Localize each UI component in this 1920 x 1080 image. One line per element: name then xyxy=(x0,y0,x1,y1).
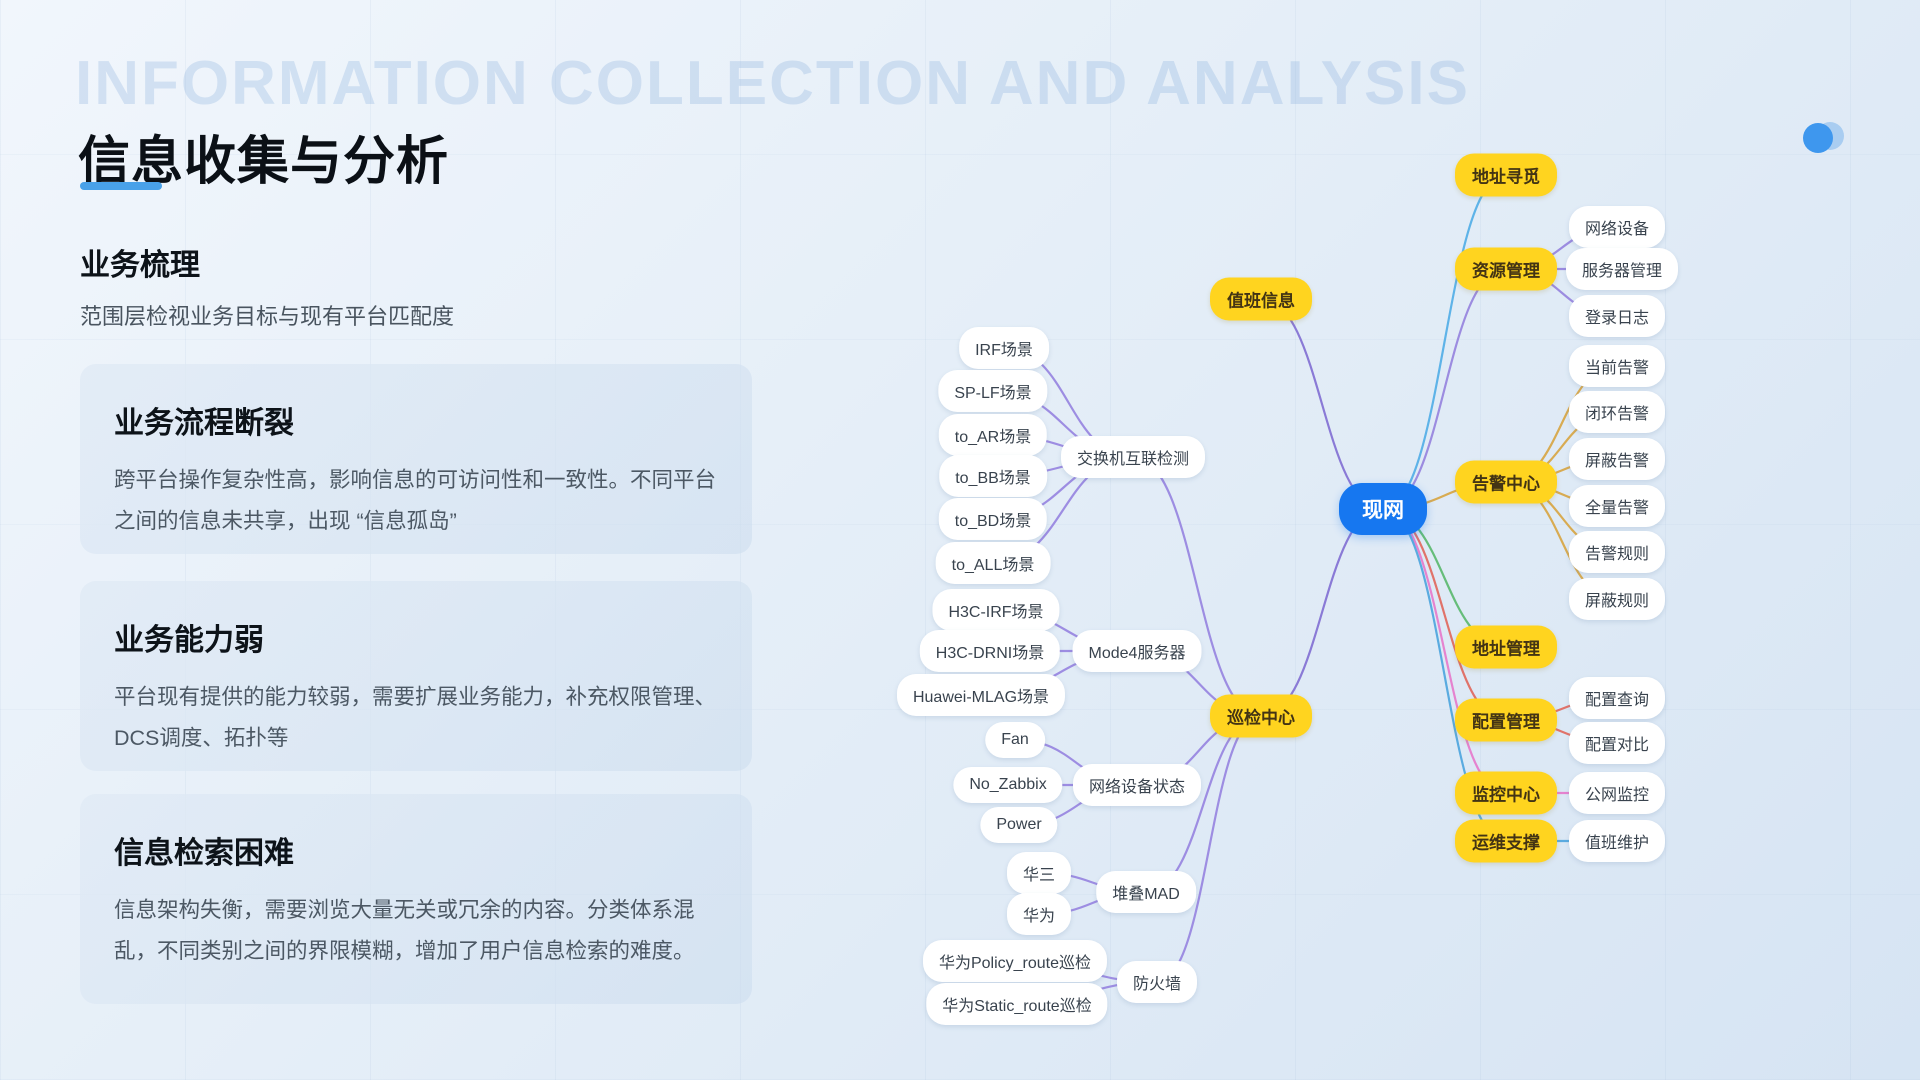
title-underline-bar xyxy=(80,182,162,190)
mindmap-node-hwpolicy: 华为Policy_route巡检 xyxy=(922,940,1108,982)
mindmap-node-gjgz: 告警规则 xyxy=(1568,531,1666,573)
mindmap-node-hwmlag: Huawei-MLAG场景 xyxy=(896,674,1066,716)
mindmap-node-qlgj: 全量告警 xyxy=(1568,485,1666,527)
mindmap-node-xunjian: 巡检中心 xyxy=(1210,694,1312,738)
mindmap-node-toall: to_ALL场景 xyxy=(935,542,1051,584)
mindmap-node-mode4: Mode4服务器 xyxy=(1072,630,1202,672)
mindmap-node-pbgj: 屏蔽告警 xyxy=(1568,438,1666,480)
mindmap-node-jhj: 交换机互联检测 xyxy=(1060,436,1206,478)
mindmap-node-dqgj: 当前告警 xyxy=(1568,345,1666,387)
mindmap-node-wlzt: 网络设备状态 xyxy=(1072,764,1202,806)
mindmap-node-pbgz: 屏蔽规则 xyxy=(1568,578,1666,620)
mindmap-node-fwqgl: 服务器管理 xyxy=(1565,248,1679,290)
mindmap-node-huawei: 华为 xyxy=(1006,893,1072,935)
mindmap-node-fan: Fan xyxy=(985,722,1045,758)
mindmap-node-toar: to_AR场景 xyxy=(938,414,1048,456)
mindmap-node-dizhigl: 地址管理 xyxy=(1455,625,1557,669)
section-heading: 业务梳理 xyxy=(80,249,200,282)
decor-circle-solid xyxy=(1803,123,1833,153)
page-title: 信息收集与分析 xyxy=(78,132,450,191)
mindmap-node-zbwh: 值班维护 xyxy=(1568,820,1666,862)
mindmap-node-tobd: to_BD场景 xyxy=(938,498,1048,540)
mindmap-node-dlrz: 登录日志 xyxy=(1568,295,1666,337)
mindmap-node-hwstatic: 华为Static_route巡检 xyxy=(926,983,1108,1025)
mindmap-node-irf: IRF场景 xyxy=(959,327,1049,369)
mindmap-node-bhgj: 闭环告警 xyxy=(1568,391,1666,433)
mindmap-node-tobb: to_BB场景 xyxy=(939,455,1047,497)
mindmap-node-peizhi: 配置管理 xyxy=(1455,698,1557,742)
card-body: 平台现有提供的能力较弱，需要扩展业务能力，补充权限管理、DCS调度、拓扑等 xyxy=(114,685,717,750)
mindmap-node-ziyuan: 资源管理 xyxy=(1455,247,1557,291)
issue-card-broken-process: 业务流程断裂 跨平台操作复杂性高，影响信息的可访问性和一致性。不同平台之间的信息… xyxy=(80,364,752,554)
mindmap-node-gwjk: 公网监控 xyxy=(1568,772,1666,814)
issue-card-search-difficulty: 信息检索困难 信息架构失衡，需要浏览大量无关或冗余的内容。分类体系混乱，不同类别… xyxy=(80,794,752,1004)
mindmap-node-power: Power xyxy=(980,807,1058,843)
mindmap-node-huasan: 华三 xyxy=(1006,852,1072,894)
mindmap-node-wlsb: 网络设备 xyxy=(1568,206,1666,248)
mindmap-node-yunwei: 运维支撑 xyxy=(1455,819,1557,863)
watermark-text: INFORMATION COLLECTION AND ANALYSIS xyxy=(75,49,1470,118)
mindmap-node-pzcx: 配置查询 xyxy=(1568,677,1666,719)
mindmap-node-nozabbix: No_Zabbix xyxy=(953,767,1063,803)
section-subtitle: 范围层检视业务目标与现有平台匹配度 xyxy=(80,304,455,329)
card-title: 业务流程断裂 xyxy=(114,407,294,440)
mindmap-node-gaojing: 告警中心 xyxy=(1455,460,1557,504)
card-title: 业务能力弱 xyxy=(114,624,264,657)
mindmap-node-root: 现网 xyxy=(1339,483,1427,535)
mindmap-node-h3cdrni: H3C-DRNI场景 xyxy=(919,630,1061,672)
issue-card-weak-capability: 业务能力弱 平台现有提供的能力较弱，需要扩展业务能力，补充权限管理、DCS调度、… xyxy=(80,581,752,771)
mindmap-node-pzdb: 配置对比 xyxy=(1568,722,1666,764)
mindmap-node-h3cirf: H3C-IRF场景 xyxy=(932,589,1060,631)
mindmap-node-ddmad: 堆叠MAD xyxy=(1096,871,1196,913)
mindmap-node-zhiban: 值班信息 xyxy=(1210,277,1312,321)
card-title: 信息检索困难 xyxy=(114,837,294,870)
mindmap-node-jiankong: 监控中心 xyxy=(1455,771,1557,815)
card-body: 跨平台操作复杂性高，影响信息的可访问性和一致性。不同平台之间的信息未共享，出现 … xyxy=(114,468,717,533)
mindmap-node-fhq: 防火墙 xyxy=(1116,961,1198,1003)
mindmap-node-splf: SP-LF场景 xyxy=(938,370,1048,412)
card-body: 信息架构失衡，需要浏览大量无关或冗余的内容。分类体系混乱，不同类别之间的界限模糊… xyxy=(114,898,695,963)
mindmap-node-dizhixm: 地址寻觅 xyxy=(1455,153,1557,197)
